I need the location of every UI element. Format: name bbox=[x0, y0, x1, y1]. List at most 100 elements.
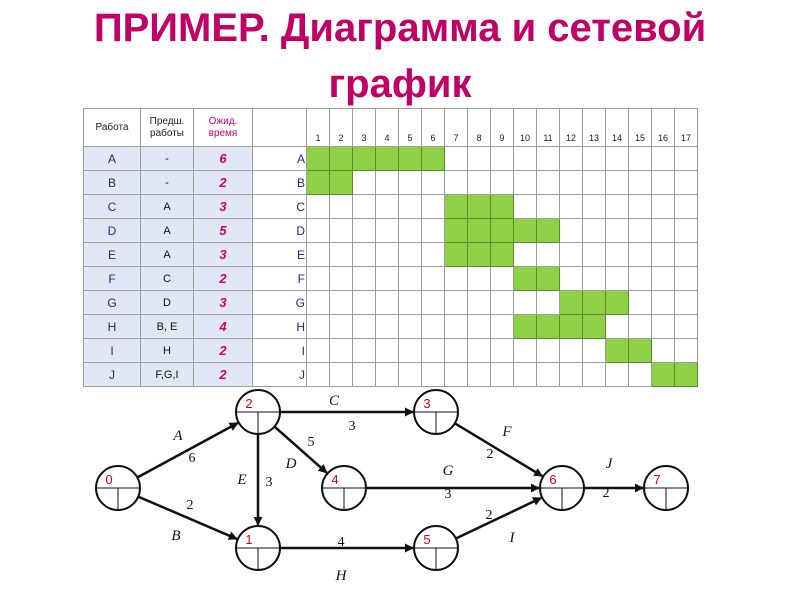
gantt-bar-cell bbox=[513, 314, 537, 339]
edge-B bbox=[137, 495, 238, 541]
gantt-bar-cell bbox=[490, 194, 514, 219]
gantt-bar-cell bbox=[444, 194, 468, 219]
gantt-grid-cell bbox=[329, 218, 353, 243]
node-id-label: 5 bbox=[423, 532, 430, 547]
edge-A bbox=[136, 421, 239, 479]
expected-time-cell: 3 bbox=[193, 194, 253, 219]
gantt-bar-cell bbox=[628, 338, 652, 363]
gantt-grid-cell bbox=[582, 362, 606, 387]
node-3: 3 bbox=[413, 389, 459, 435]
gantt-grid-cell bbox=[490, 362, 514, 387]
predecessors-cell: - bbox=[140, 146, 194, 171]
gantt-grid-cell bbox=[536, 194, 560, 219]
activity-duration-label: 3 bbox=[349, 419, 356, 434]
edge-F bbox=[454, 422, 544, 478]
expected-time-cell: 2 bbox=[193, 170, 253, 195]
work-cell: C bbox=[83, 194, 141, 219]
predecessors-cell: F,G,I bbox=[140, 362, 194, 387]
activity-name-label: A bbox=[172, 428, 183, 444]
node-id-label: 0 bbox=[105, 472, 112, 487]
row-label-cell: G bbox=[252, 290, 307, 315]
expected-time-cell: 5 bbox=[193, 218, 253, 243]
gantt-grid-cell bbox=[513, 170, 537, 195]
gantt-bar-cell bbox=[444, 242, 468, 267]
page-title-line-2: график bbox=[328, 62, 472, 106]
gantt-grid-cell bbox=[490, 266, 514, 291]
node-4: 4 bbox=[321, 465, 367, 511]
expected-time-cell: 3 bbox=[193, 290, 253, 315]
row-label-cell: D bbox=[252, 218, 307, 243]
gantt-grid-cell bbox=[329, 338, 353, 363]
gantt-bar-cell bbox=[559, 290, 583, 315]
gantt-grid-cell bbox=[628, 290, 652, 315]
work-cell: J bbox=[83, 362, 141, 387]
activity-duration-label: 2 bbox=[603, 486, 610, 501]
day-header: 14 bbox=[605, 108, 629, 147]
activity-name-label: F bbox=[501, 424, 512, 440]
edge-I bbox=[455, 496, 543, 540]
gantt-bar-cell bbox=[605, 338, 629, 363]
node-5: 5 bbox=[413, 525, 459, 571]
activity-duration-label: 2 bbox=[187, 498, 194, 513]
node-id-label: 7 bbox=[653, 472, 660, 487]
gantt-grid-cell bbox=[398, 314, 422, 339]
gantt-grid-cell bbox=[490, 170, 514, 195]
expected-time-cell: 2 bbox=[193, 338, 253, 363]
expected-time-cell: 2 bbox=[193, 362, 253, 387]
work-cell: E bbox=[83, 242, 141, 267]
gantt-grid-cell bbox=[329, 266, 353, 291]
gantt-grid-cell bbox=[651, 146, 675, 171]
gantt-grid-cell bbox=[651, 338, 675, 363]
gantt-bar-cell bbox=[559, 314, 583, 339]
gantt-grid-cell bbox=[375, 362, 399, 387]
edge-D bbox=[273, 425, 328, 474]
gantt-grid-cell bbox=[329, 290, 353, 315]
gantt-grid-cell bbox=[582, 146, 606, 171]
activity-duration-label: 3 bbox=[445, 487, 452, 502]
node-id-label: 1 bbox=[245, 532, 252, 547]
gantt-grid-cell bbox=[513, 290, 537, 315]
row-label-cell: J bbox=[252, 362, 307, 387]
expected-time-cell: 2 bbox=[193, 266, 253, 291]
work-cell: G bbox=[83, 290, 141, 315]
gantt-bar-cell bbox=[651, 362, 675, 387]
day-header: 6 bbox=[421, 108, 445, 147]
gantt-grid-cell bbox=[444, 362, 468, 387]
gantt-grid-cell bbox=[375, 218, 399, 243]
gantt-grid-cell bbox=[628, 362, 652, 387]
gantt-bar-cell bbox=[513, 266, 537, 291]
node-id-label: 6 bbox=[549, 472, 556, 487]
activity-name-label: B bbox=[171, 528, 180, 544]
gantt-grid-cell bbox=[398, 194, 422, 219]
gantt-grid-cell bbox=[651, 218, 675, 243]
gantt-bar-cell bbox=[467, 242, 491, 267]
gantt-grid-cell bbox=[582, 242, 606, 267]
node-6: 6 bbox=[539, 465, 585, 511]
node-7: 7 bbox=[643, 465, 689, 511]
activity-duration-label: 6 bbox=[189, 451, 196, 466]
gantt-grid-cell bbox=[490, 290, 514, 315]
gantt-bar-cell bbox=[674, 362, 698, 387]
row-label-cell: E bbox=[252, 242, 307, 267]
expected-time-cell: 4 bbox=[193, 314, 253, 339]
day-header: 13 bbox=[582, 108, 606, 147]
activity-name-label: C bbox=[329, 393, 340, 409]
activity-duration-label: 2 bbox=[486, 508, 493, 523]
gantt-bar-cell bbox=[329, 146, 353, 171]
activity-duration-label: 3 bbox=[266, 475, 273, 490]
predecessors-cell: H bbox=[140, 338, 194, 363]
activity-duration-label: 4 bbox=[338, 535, 345, 550]
gantt-grid-cell bbox=[582, 266, 606, 291]
gantt-grid-cell bbox=[306, 194, 330, 219]
node-1: 1 bbox=[235, 525, 281, 571]
